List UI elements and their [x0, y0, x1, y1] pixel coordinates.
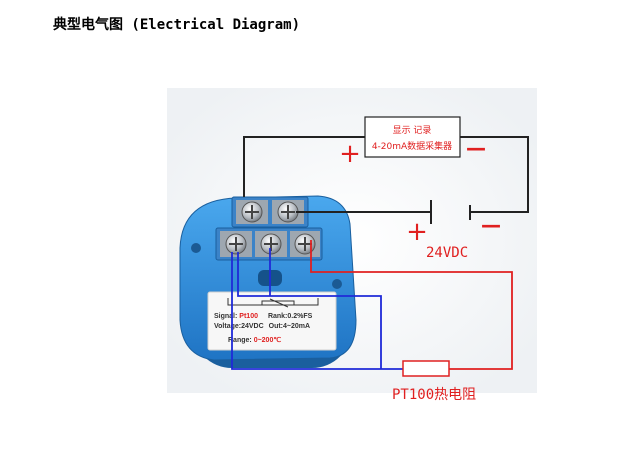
pt100-label: PT100热电阻 — [392, 387, 476, 403]
label-line-voltage: Voltage:24VDC Out:4~20mA — [214, 323, 310, 330]
mounting-hole-right — [332, 279, 342, 289]
transmitter-module: Signal: Pt100 Rank:0.2%FS Voltage:24VDC … — [179, 195, 357, 368]
recorder-line2: 4-20mA数据采集器 — [372, 140, 452, 152]
wire-red — [310, 240, 513, 370]
supply-plus: + — [406, 217, 428, 247]
label-signal-value: Pt100 — [239, 313, 258, 320]
label-rank: Rank:0.2%FS — [268, 313, 313, 320]
label-range-value: 0~200℃ — [254, 336, 282, 344]
screw-2-slot — [281, 205, 295, 219]
label-line-range: Range: 0~200℃ — [228, 336, 281, 344]
pt100-resistor — [402, 360, 450, 377]
recorder-box — [364, 116, 461, 158]
label-signal-key: Signal: — [214, 313, 237, 320]
page-title: 典型电气图 (Electrical Diagram) — [53, 17, 301, 33]
screw-3-slot — [229, 237, 243, 251]
label-range-key: Range: — [228, 337, 252, 344]
screw-4-slot — [264, 237, 278, 251]
screw-5-slot — [298, 237, 312, 251]
label-schematic — [227, 298, 319, 308]
wire-black-recorder-minus — [460, 136, 529, 213]
screw-1-slot — [245, 205, 259, 219]
spec-label — [207, 291, 337, 351]
wire-black-recorder-plus — [243, 136, 365, 197]
wire-blue-2 — [237, 252, 382, 369]
label-line-signal: Signal: Pt100 Rank:0.2%FS — [214, 313, 313, 320]
supply-label: 24VDC — [426, 245, 468, 261]
recorder-minus: — — [466, 136, 486, 160]
mounting-hole-left — [191, 243, 201, 253]
recorder-line1: 显示 记录 — [393, 125, 432, 136]
label-output: Out:4~20mA — [269, 323, 310, 330]
label-voltage: Voltage:24VDC — [214, 323, 264, 330]
recorder-plus: + — [339, 139, 361, 169]
wire-blue-1 — [231, 252, 403, 370]
supply-minus: — — [481, 213, 501, 237]
